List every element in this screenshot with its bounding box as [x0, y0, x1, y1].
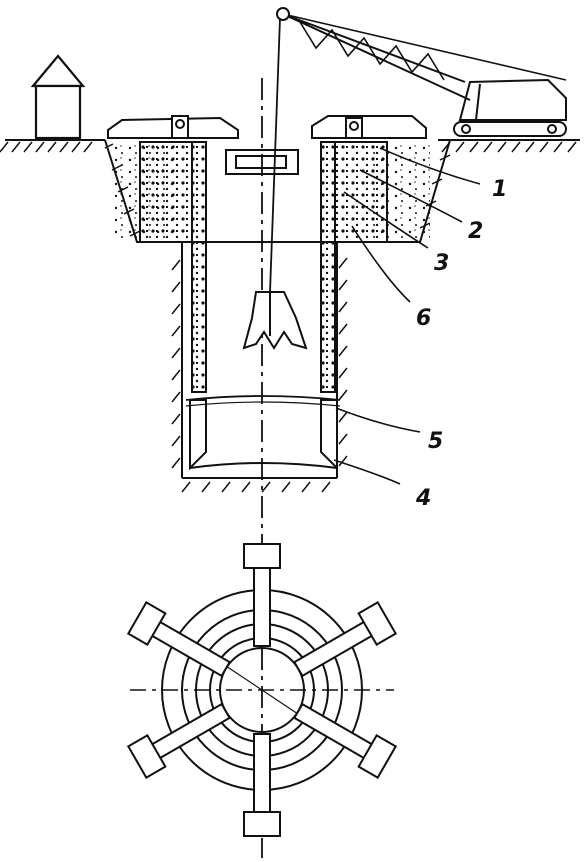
cutting-shoe: [185, 395, 341, 471]
callout-leaders: [333, 147, 481, 485]
ground-surface: [0, 139, 580, 153]
plan-struts: [126, 543, 398, 837]
shaft-lining: [191, 141, 336, 393]
callout-5: 5: [428, 429, 443, 454]
callout-6: 6: [416, 306, 431, 331]
guide-frame: [139, 141, 388, 243]
callout-4: 4: [415, 486, 431, 511]
callout-2: 2: [468, 219, 483, 244]
crawler-crane: [269, 7, 567, 293]
left-winch: [107, 115, 239, 139]
callout-3: 3: [434, 251, 449, 276]
shed-building: [30, 54, 86, 140]
right-winch: [311, 115, 427, 139]
grab-bucket: [242, 291, 308, 350]
callout-1: 1: [492, 177, 507, 202]
